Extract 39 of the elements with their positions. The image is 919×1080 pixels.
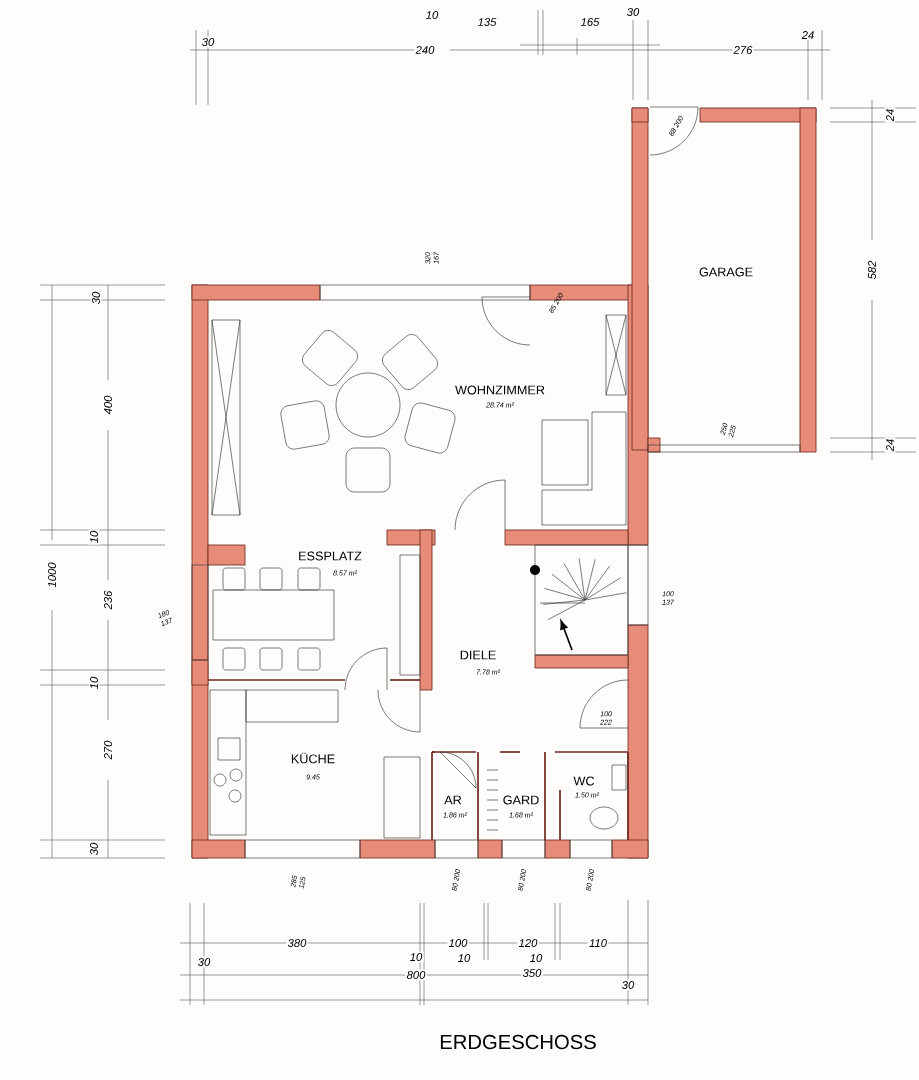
dimension-label: 110 xyxy=(587,937,609,949)
dimension-label: 30 xyxy=(196,956,212,968)
dimension-label: 800 xyxy=(405,969,427,981)
dimension-label: 1000 xyxy=(46,561,58,589)
dimension-label: 10 xyxy=(424,9,440,21)
dimension-label: 350 xyxy=(521,967,543,979)
dimension-label: 10 xyxy=(88,675,100,691)
dimension-label: 30 xyxy=(90,290,102,306)
dimension-label: 10 xyxy=(408,951,424,963)
room-name: GARD xyxy=(503,795,539,805)
dimension-label: 135 xyxy=(476,16,498,28)
room-name: ESSPLATZ xyxy=(299,551,362,561)
room-name: AR xyxy=(444,795,462,805)
dimension-label: 30 xyxy=(625,6,641,18)
dimension-label: 165 xyxy=(579,16,601,28)
dimension-label: 10 xyxy=(528,952,544,964)
dimension-label: 270 xyxy=(102,739,114,761)
dimension-label: 120 xyxy=(517,937,539,949)
dimension-label: 24 xyxy=(884,437,896,453)
dimension-label: 10 xyxy=(88,529,100,545)
dimension-label: 400 xyxy=(102,394,114,416)
dimension-label: 236 xyxy=(102,589,114,611)
dimension-label: 30 xyxy=(88,841,100,857)
dimension-label: 24 xyxy=(800,29,816,41)
room-name: DIELE xyxy=(460,650,496,660)
dimension-label: 10 xyxy=(456,952,472,964)
dimension-label: 582 xyxy=(866,259,878,281)
room-name: WC xyxy=(573,776,595,786)
dimension-label: 240 xyxy=(414,44,436,56)
dimension-label: 24 xyxy=(884,107,896,123)
dimension-label: 380 xyxy=(286,937,308,949)
dimension-label: 276 xyxy=(732,44,754,56)
room-name: GARAGE xyxy=(699,267,753,277)
title: ERDGESCHOSS xyxy=(440,1034,596,1050)
dimension-label: 30 xyxy=(620,979,636,991)
dimension-label: 30 xyxy=(200,36,216,48)
room-name: WOHNZIMMER xyxy=(455,385,545,395)
room-name: KÜCHE xyxy=(291,752,335,764)
dimension-label: 100 xyxy=(447,937,469,949)
